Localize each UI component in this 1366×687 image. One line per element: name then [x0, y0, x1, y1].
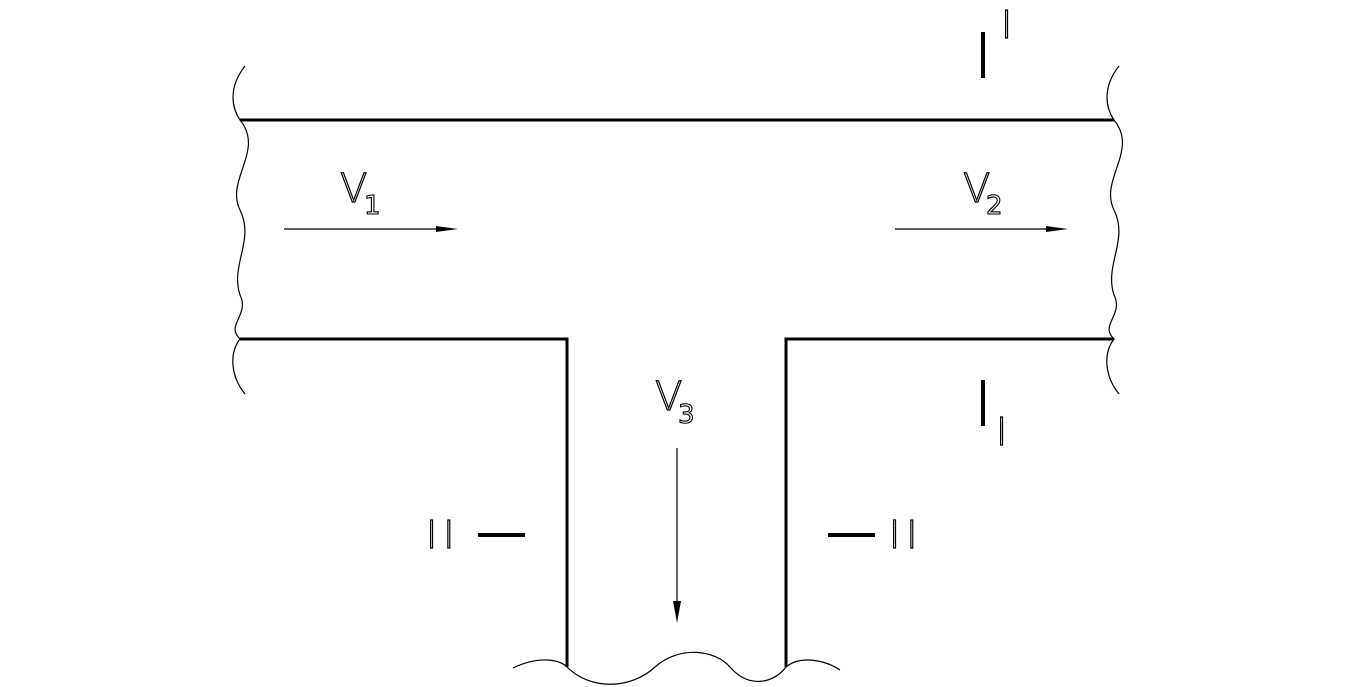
section-2-right-label: II — [889, 513, 923, 557]
v1-arrow-head — [436, 226, 458, 232]
v2-label: V 2 — [962, 165, 1003, 221]
v3-arrow-head — [673, 601, 681, 623]
v3-subscript: 3 — [678, 400, 695, 430]
main-pipe-bottom-left-wall — [240, 337, 569, 667]
right-break-line — [1106, 65, 1124, 395]
branch-break-line — [512, 651, 841, 685]
v1-label: V 1 — [339, 165, 381, 221]
left-break-line — [232, 65, 250, 395]
v1-subscript: 1 — [364, 191, 381, 221]
v2-subscript: 2 — [986, 191, 1003, 221]
section-1-bottom-label: I — [996, 410, 1007, 454]
v2-letter: V — [963, 166, 990, 212]
v3-letter: V — [655, 374, 682, 420]
v3-label: V 3 — [654, 373, 695, 430]
section-1-top-label: I — [1001, 3, 1012, 47]
v1-letter: V — [340, 166, 367, 212]
main-pipe-bottom-right-wall — [784, 337, 1114, 667]
section-2-left-label: II — [426, 513, 460, 557]
v2-arrow-head — [1046, 226, 1068, 232]
